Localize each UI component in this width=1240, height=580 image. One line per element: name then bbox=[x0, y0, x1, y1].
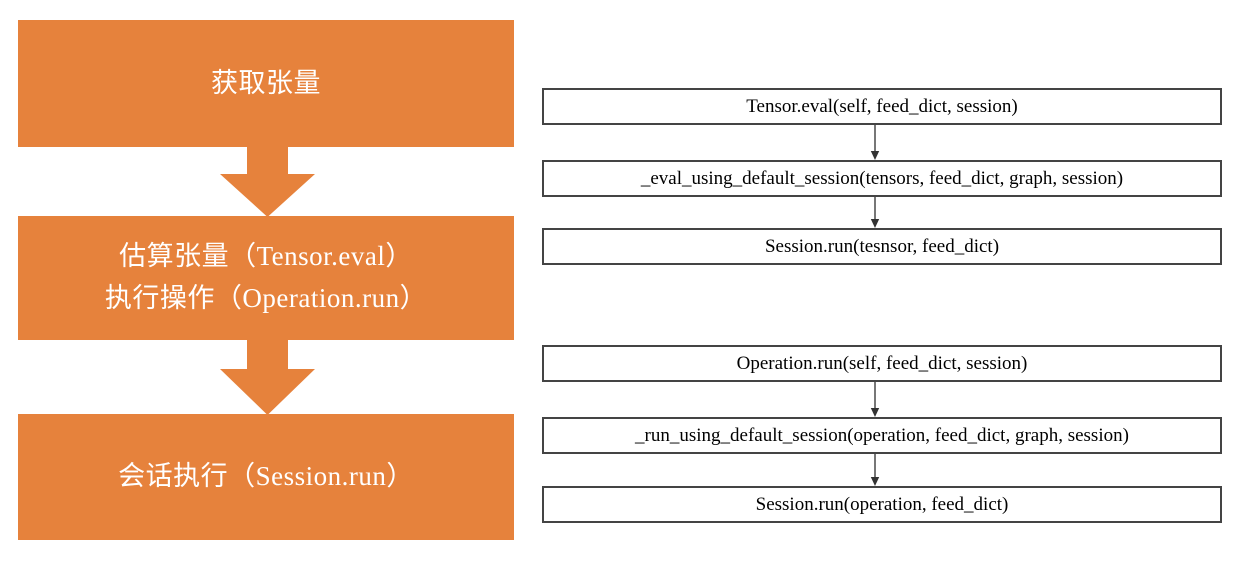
connector-arrow-icon-3 bbox=[868, 382, 882, 417]
flow-step-label: 获取张量 bbox=[211, 67, 321, 98]
flow-step-get-tensor[interactable]: 获取张量 bbox=[18, 20, 514, 147]
code-box-session-run-operation[interactable]: Session.run(operation, feed_dict) bbox=[542, 486, 1222, 523]
down-arrow-icon-2 bbox=[220, 339, 315, 415]
flow-step-eval-tensor-run-operation[interactable]: 估算张量（Tensor.eval） 执行操作（Operation.run） bbox=[18, 216, 514, 340]
flow-step-label: 会话执行（Session.run） bbox=[118, 461, 414, 492]
code-box-tensor-eval[interactable]: Tensor.eval(self, feed_dict, session) bbox=[542, 88, 1222, 125]
code-box-session-run-tensor[interactable]: Session.run(tesnsor, feed_dict) bbox=[542, 228, 1222, 265]
code-box-eval-using-default-session[interactable]: _eval_using_default_session(tensors, fee… bbox=[542, 160, 1222, 197]
connector-arrow-icon-2 bbox=[868, 197, 882, 228]
connector-arrow-icon-1 bbox=[868, 125, 882, 160]
flow-step-label-line-2: 执行操作（Operation.run） bbox=[104, 283, 428, 313]
flow-step-label-line-1: 估算张量（Tensor.eval） bbox=[119, 241, 413, 272]
left-flow-column: 获取张量 估算张量（Tensor.eval） 执行操作（Operation.ru… bbox=[0, 0, 530, 580]
connector-arrow-icon-4 bbox=[868, 454, 882, 486]
code-box-run-using-default-session[interactable]: _run_using_default_session(operation, fe… bbox=[542, 417, 1222, 454]
down-arrow-icon-1 bbox=[220, 146, 315, 217]
code-box-operation-run[interactable]: Operation.run(self, feed_dict, session) bbox=[542, 345, 1222, 382]
flow-step-session-run[interactable]: 会话执行（Session.run） bbox=[18, 414, 514, 540]
